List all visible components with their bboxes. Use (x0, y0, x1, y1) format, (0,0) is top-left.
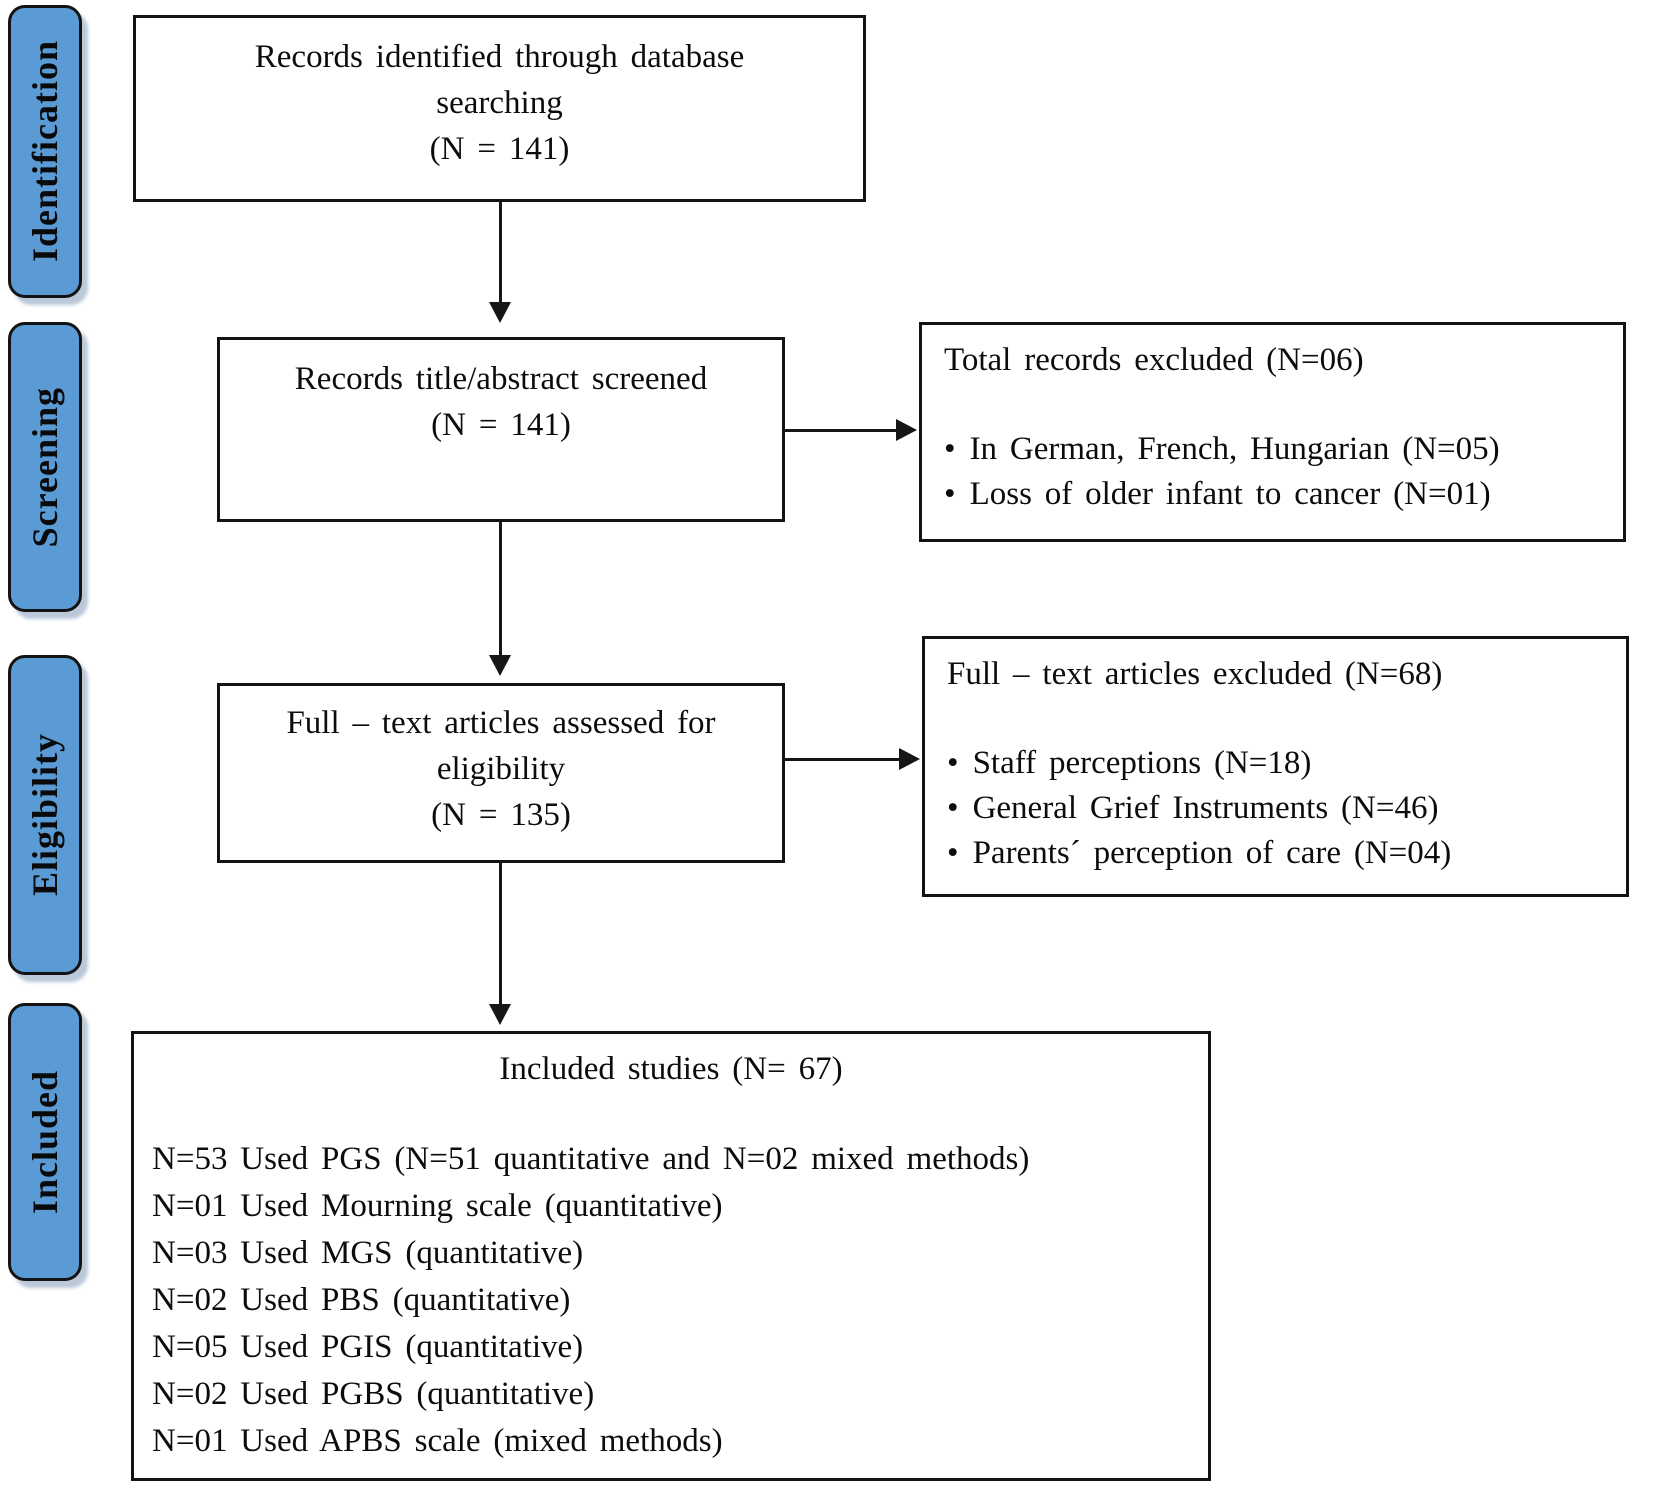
included-study-line: N=01 Used APBS scale (mixed methods) (152, 1423, 723, 1459)
arrow-head-assessed-to-excluded (899, 748, 920, 770)
box-fulltext-excluded-title: Full – text articles excluded (N=68) (947, 656, 1443, 692)
arrow-head-screened-to-assessed (489, 655, 511, 676)
bullet-icon: • (944, 476, 956, 512)
phase-label-identification: Identification (25, 40, 65, 263)
records-excluded-bullet: • Loss of older infant to cancer (N=01) (944, 472, 1601, 517)
fulltext-excluded-bullet: • Parents´ perception of care (N=04) (947, 831, 1604, 876)
bullet-icon: • (944, 431, 956, 467)
box-records-screened: Records title/abstract screened (N = 141… (217, 337, 785, 522)
box-fulltext-assessed-line: Full – text articles assessed for (286, 705, 716, 741)
arrow-line-assessed-to-excluded (785, 758, 900, 761)
box-records-excluded: Total records excluded (N=06) • In Germa… (919, 322, 1626, 542)
arrow-head-identified-to-screened (489, 302, 511, 323)
fulltext-excluded-bullet-text: Staff perceptions (N=18) (972, 745, 1312, 781)
included-study-line: N=05 Used PGIS (quantitative) (152, 1329, 584, 1365)
arrow-head-assessed-to-included (489, 1004, 511, 1025)
box-included-studies: Included studies (N= 67) N=53 Used PGS (… (131, 1031, 1211, 1481)
records-excluded-bullet-text: Loss of older infant to cancer (N=01) (969, 476, 1491, 512)
phase-label-screening: Screening (25, 386, 65, 548)
arrow-line-identified-to-screened (499, 202, 502, 304)
fulltext-excluded-bullet: • Staff perceptions (N=18) (947, 741, 1604, 786)
fulltext-excluded-bullet-text: Parents´ perception of care (N=04) (972, 835, 1452, 871)
phase-tab-eligibility: Eligibility (8, 655, 82, 975)
box-records-identified-line: Records identified through database (254, 39, 745, 75)
box-records-identified: Records identified through database sear… (133, 15, 866, 202)
box-fulltext-assessed-count: (N = 135) (431, 797, 571, 833)
included-study-line: N=53 Used PGS (N=51 quantitative and N=0… (152, 1141, 1030, 1177)
box-records-identified-line: searching (436, 85, 563, 121)
box-records-screened-count: (N = 141) (431, 407, 571, 443)
included-studies-list: N=53 Used PGS (N=51 quantitative and N=0… (134, 1136, 1208, 1465)
fulltext-excluded-bullet: • General Grief Instruments (N=46) (947, 786, 1604, 831)
arrow-line-screened-to-assessed (499, 522, 502, 657)
box-records-excluded-title: Total records excluded (N=06) (944, 342, 1364, 378)
phase-label-included: Included (25, 1069, 65, 1215)
arrow-head-screened-to-excluded (896, 419, 917, 441)
records-excluded-bullet-text: In German, French, Hungarian (N=05) (969, 431, 1500, 467)
box-fulltext-assessed: Full – text articles assessed for eligib… (217, 683, 785, 863)
phase-tab-identification: Identification (8, 5, 82, 298)
bullet-icon: • (947, 835, 959, 871)
box-records-identified-count: (N = 141) (429, 131, 570, 167)
included-study-line: N=01 Used Mourning scale (quantitative) (152, 1188, 723, 1224)
included-study-line: N=02 Used PGBS (quantitative) (152, 1376, 595, 1412)
spacer (944, 383, 1601, 427)
box-records-screened-line: Records title/abstract screened (294, 361, 708, 397)
included-study-line: N=03 Used MGS (quantitative) (152, 1235, 584, 1271)
arrow-line-assessed-to-included (499, 863, 502, 1006)
phase-tab-included: Included (8, 1003, 82, 1281)
bullet-icon: • (947, 790, 959, 826)
arrow-line-screened-to-excluded (785, 429, 898, 432)
bullet-icon: • (947, 745, 959, 781)
box-included-studies-title: Included studies (N= 67) (499, 1051, 843, 1087)
records-excluded-bullet: • In German, French, Hungarian (N=05) (944, 427, 1601, 472)
included-study-line: N=02 Used PBS (quantitative) (152, 1282, 571, 1318)
phase-tab-screening: Screening (8, 322, 82, 612)
spacer (947, 697, 1604, 741)
box-fulltext-assessed-line: eligibility (436, 751, 566, 787)
phase-label-eligibility: Eligibility (25, 733, 65, 897)
fulltext-excluded-bullet-text: General Grief Instruments (N=46) (972, 790, 1439, 826)
box-fulltext-excluded: Full – text articles excluded (N=68) • S… (922, 636, 1629, 897)
